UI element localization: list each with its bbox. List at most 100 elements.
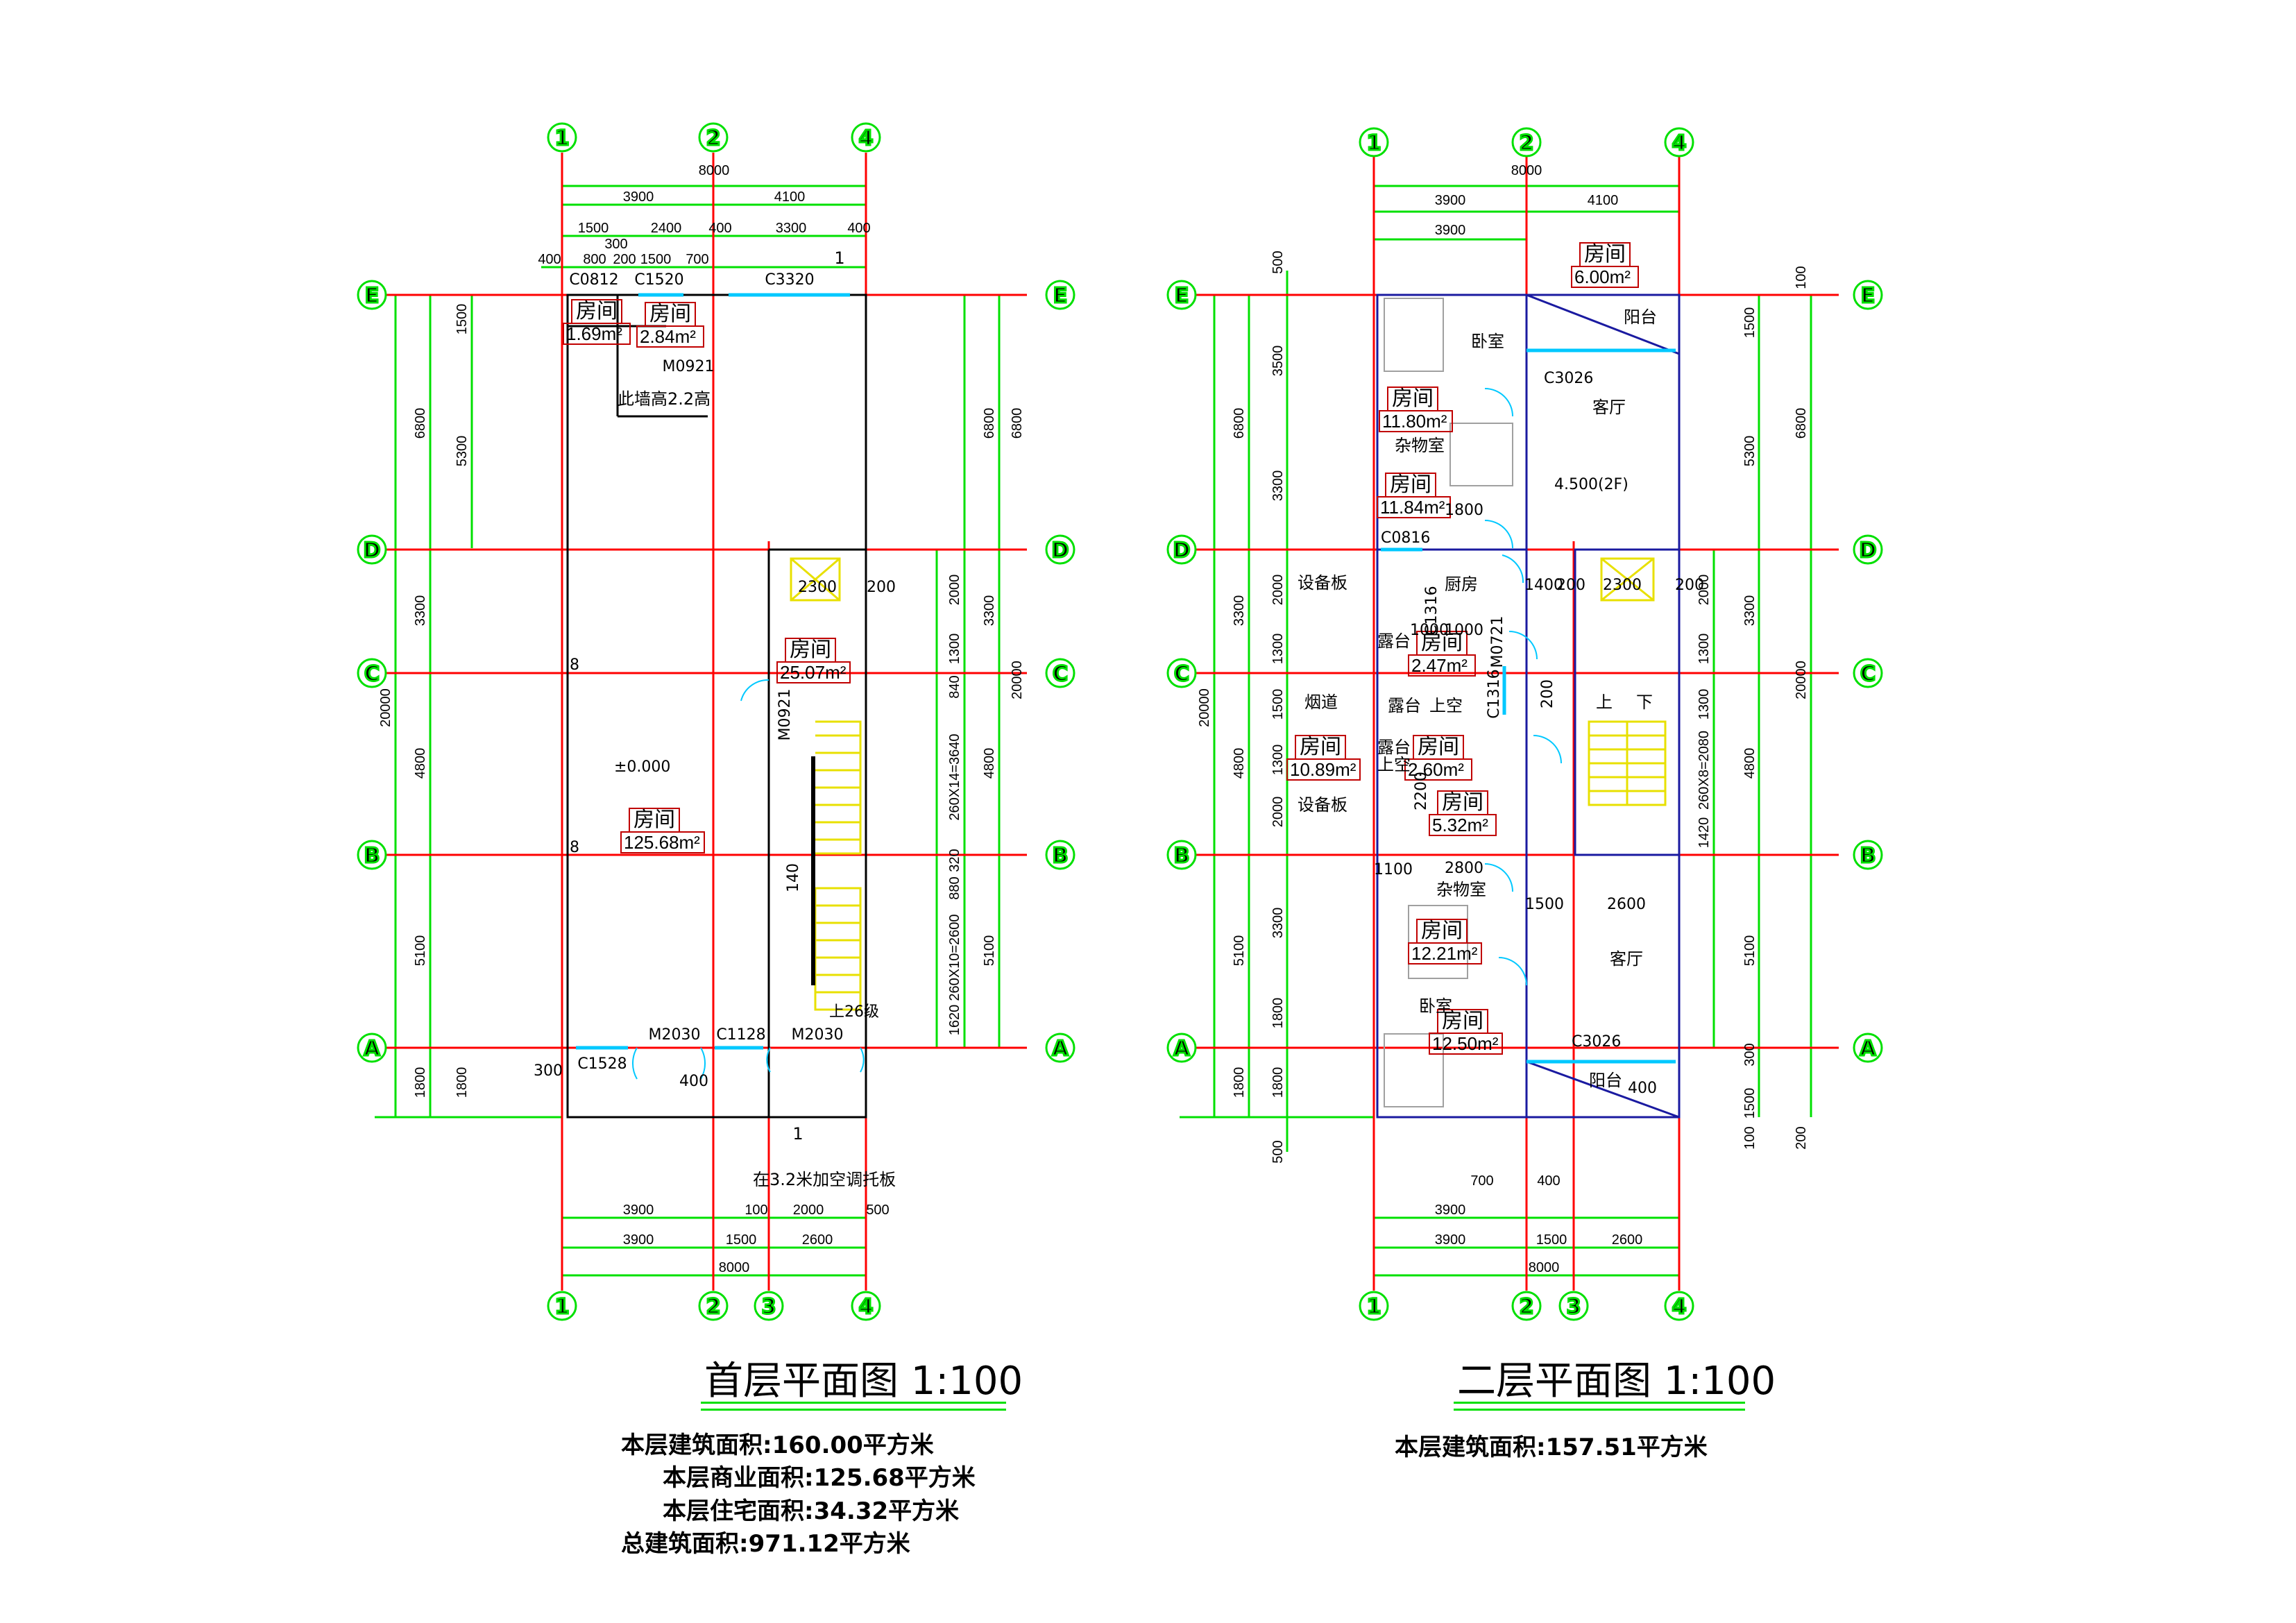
sf-dim-right-mid-1: 5300 [1742,436,1758,467]
gf-room-2-area: 2.84m² [640,326,696,347]
axis-bubble-gf-left-B-label: B [364,844,380,868]
gf-note-left-300: 300 [534,1062,563,1080]
sf-room-2-label: 房间 [1392,386,1434,411]
sf-dim-left-outer: 20000 [1197,688,1212,727]
axis-bubble-sf-right-C: C [1853,658,1883,688]
gf-dim-top-3900: 3900 [623,189,654,205]
sf-mark-1100: 1100 [1374,861,1413,878]
axis-bubble-gf-left-C-circle [357,658,387,688]
second-floor-title-underline [1454,1402,1745,1404]
sf-room-7-label: 房间 [1442,790,1483,815]
sf-mark-window-bottom: C3026 [1572,1033,1621,1051]
axis-bubble-gf-right-E-circle [1045,280,1075,310]
gf-room-4-label: 房间 [633,808,675,832]
sf-dim-right-mid-2: 3300 [1742,595,1758,627]
axis-bubble-gf-left-E: E [357,280,387,310]
sf-space-kitchen: 厨房 [1445,575,1478,594]
sf-room-6-area-box [1404,758,1472,781]
gf-dim-left-inner-0: 1500 [454,304,470,335]
sf-room-1: 房间6.00m² [1571,242,1639,288]
sf-space-bedroom-top: 卧室 [1471,332,1504,351]
sf-room-3-area: 11.84m² [1380,497,1445,518]
gf-room-3-area: 25.07m² [780,662,847,683]
ground-floor-summary-1: 本层建筑面积:160.00平方米 [621,1431,934,1459]
axis-bubble-sf-right-D: D [1853,534,1883,565]
gf-note-section-top: 1 [834,248,844,268]
ground-floor-stairs [790,557,862,1011]
ground-floor-summary-2: 本层商业面积:125.68平方米 [663,1464,976,1492]
gf-dim-bottom-row1-1: 2000 [793,1203,824,1218]
gf-dim-right-inner-3: 260X14=3640 [947,733,962,820]
sf-dim-bottom-row2-2: 2600 [1612,1232,1643,1248]
sf-dim-bottom-row2-1: 1500 [1536,1232,1567,1248]
sf-room-1-area-box [1571,266,1639,288]
gf-dim-right-mid-2: 4800 [982,748,997,779]
axis-bubble-gf-right-D: D [1045,534,1075,565]
axis-bubble-gf-right-D-circle [1045,534,1075,565]
gf-dim-top-row3-0: 300 [604,237,627,252]
sf-space-storage-bottom: 杂物室 [1436,880,1486,899]
gf-room-3-label: 房间 [790,638,831,662]
axis-bubble-gf-bottom-2: 2 [698,1291,729,1321]
gf-dim-right-mid-0: 6800 [982,408,997,439]
sf-mark-1500: 1500 [1525,896,1564,913]
sf-dim-right-outer-0: 100 [1794,266,1809,289]
sf-dim-left-inner-8: 3300 [1270,908,1286,939]
axis-bubble-gf-bottom-1-circle [547,1291,577,1321]
axis-bubble-sf-left-D-circle [1166,534,1197,565]
gf-dim-right-outer-0: 6800 [1010,408,1025,439]
axis-bubble-gf-left-D-label: D [364,538,381,563]
axis-bubble-sf-bottom-2-label: 2 [1520,1295,1534,1319]
gf-dim-right-mid-1: 3300 [982,595,997,627]
gf-window-c3320: C3320 [765,271,814,289]
gf-room-1: 房间1.69m² [563,299,631,345]
axis-bubble-sf-bottom-3-label: 3 [1567,1295,1581,1319]
axis-bubble-sf-top-1-label: 1 [1367,131,1381,155]
axis-bubble-gf-right-C: C [1045,658,1075,688]
sf-mark-elevation: 4.500(2F) [1554,476,1629,493]
sf-room-3-label: 房间 [1390,473,1431,497]
sf-mark-2600: 2600 [1607,896,1646,913]
gf-dim-right-inner-6: 260X10=2600 [947,914,962,1001]
sf-space-balcony-top: 阳台 [1624,307,1657,327]
axis-bubble-gf-bottom-2-label: 2 [706,1295,721,1319]
gf-note-stair-dim: 140 [785,863,802,892]
axis-bubble-sf-top-2-label: 2 [1520,131,1534,155]
axis-bubble-sf-right-B-label: B [1860,844,1876,868]
sf-mark-1000a: 1000 [1410,622,1449,639]
gf-note-ac-board: 在3.2米加空调托板 [753,1170,896,1189]
gf-dim-top-4100: 4100 [774,189,806,205]
sf-mark-window-top: C3026 [1544,370,1593,387]
second-floor-title: 二层平面图 1:100 [1457,1359,1776,1404]
sf-room-5-label: 房间 [1300,735,1341,759]
gf-dim-bottom-row1-2: 500 [866,1203,889,1218]
sf-dim-bottom-row1-3900: 3900 [1435,1203,1466,1218]
sf-mark-2200: 2200 [1413,772,1430,810]
axis-bubble-gf-left-A-circle [357,1033,387,1063]
axis-bubble-sf-left-B: B [1166,840,1197,870]
axis-bubble-gf-left-A-label: A [364,1037,380,1061]
axis-bubble-sf-left-B-label: B [1174,844,1190,868]
axis-bubble-sf-right-B: B [1853,840,1883,870]
axis-bubble-sf-right-A-circle [1853,1033,1883,1063]
gf-room-2-label: 房间 [649,302,691,326]
ground-floor-windows [576,293,850,1050]
sf-room-8-label: 房间 [1421,919,1463,943]
axis-bubble-gf-bottom-3: 3 [754,1291,784,1321]
gf-dim-right-inner-2: 840 [947,675,962,698]
gf-door-m2030-left: M2030 [649,1026,701,1044]
ground-floor-summary-4: 总建筑面积:971.12平方米 [621,1530,910,1558]
axis-bubble-gf-left-A: A [357,1033,387,1063]
axis-bubble-sf-top-2: 2 [1511,127,1542,158]
ground-floor-walls [566,294,867,1119]
sf-dim-left-mid-3: 5100 [1232,935,1247,967]
sf-room-4: 房间2.47m² [1408,631,1476,677]
second-floor-furniture [1384,298,1513,1107]
sf-dim-right-mid-7: 100 [1742,1126,1758,1149]
axis-bubble-sf-top-4-label: 4 [1672,131,1687,155]
gf-note-door-400: 400 [679,1073,708,1090]
gf-dim-top-row2-2: 400 [708,221,731,236]
